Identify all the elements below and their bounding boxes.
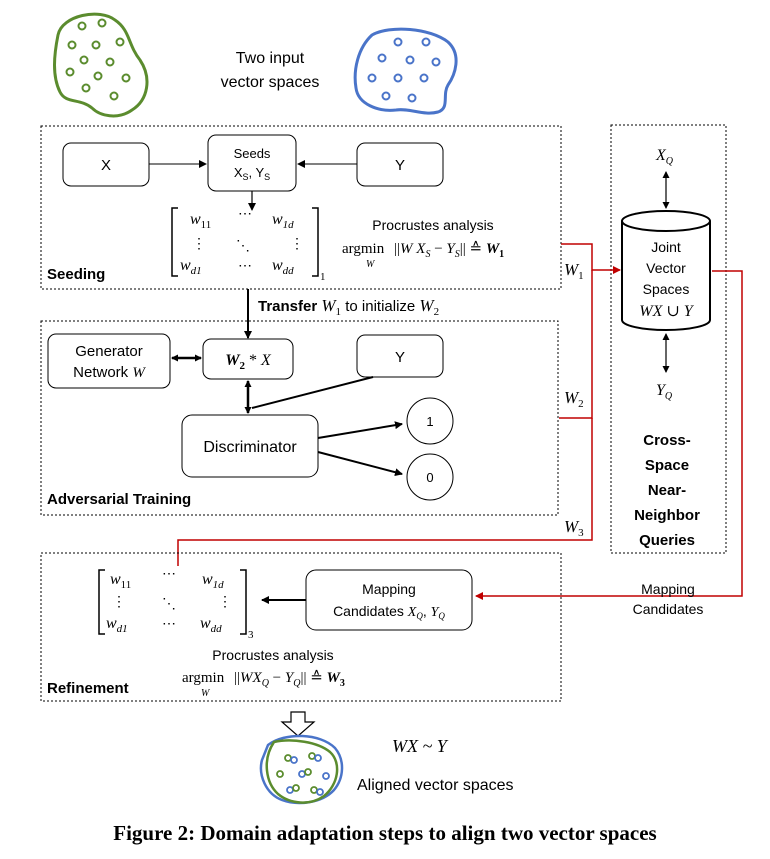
x-box-label: X [101, 157, 111, 174]
procrustes-formula-3: argmin W ||WXQ − YQ|| ≙ W3 [182, 669, 345, 699]
joint-line1: Joint [651, 239, 681, 255]
discriminator-box [181, 414, 319, 478]
svg-text:⋮: ⋮ [112, 595, 126, 610]
adversarial-section-label: Adversarial Training [47, 491, 191, 508]
seeds-box [207, 134, 297, 192]
queries-line2: Space [645, 457, 689, 474]
queries-line5: Queries [639, 532, 695, 549]
svg-text:wd1: wd1 [180, 257, 202, 277]
queries-panel [610, 124, 727, 554]
svg-text:⋮: ⋮ [290, 237, 304, 252]
svg-text:⋱: ⋱ [162, 597, 176, 612]
svg-text:⋯: ⋯ [238, 207, 252, 222]
svg-text:w1d: w1d [272, 211, 294, 231]
yq-label: YQ [656, 382, 673, 402]
input-label-line2: vector spaces [221, 74, 320, 91]
joint-line2: Vector [646, 260, 686, 276]
output-one-node [406, 397, 454, 445]
svg-text:W: W [366, 259, 376, 270]
mapping-candidates-box [305, 569, 473, 631]
joint-line4: WX ∪ Y [639, 303, 695, 320]
svg-text:wdd: wdd [200, 615, 222, 635]
w1-label: W1 [564, 260, 584, 282]
mapping-candidates-line1: Mapping [641, 581, 695, 597]
y-to-discriminator-line [251, 376, 374, 409]
arrow-to-output-1 [317, 421, 403, 439]
matrix-1-subscript: 1 [320, 271, 326, 283]
down-arrow-icon [280, 711, 316, 737]
y-box-seeding-label: Y [395, 157, 405, 174]
weight-matrix-1: w11 ⋯ w1d ⋮ ⋱ ⋮ wd1 ⋯ wdd 1 [171, 207, 326, 283]
svg-text:argmin: argmin [342, 241, 385, 257]
generator-line1: Generator [75, 343, 143, 360]
seeding-section [40, 125, 562, 290]
procrustes-formula-1: argmin W ||W XS − YS|| ≙ W1 [342, 240, 504, 270]
refinement-section-label: Refinement [47, 680, 129, 697]
svg-text:⋮: ⋮ [218, 595, 232, 610]
svg-text:⋮: ⋮ [192, 237, 206, 252]
w3-label: W3 [564, 517, 584, 539]
generator-line2: Network W [73, 364, 146, 381]
transfer-text: Transfer W1 to initialize W2 [258, 296, 439, 318]
w2-label: W2 [564, 388, 584, 410]
aligned-formula: WX ~ Y [392, 736, 449, 756]
seeds-subscript: XS, YS [234, 165, 270, 182]
input-label-line1: Two input [236, 50, 305, 67]
svg-text:||WXQ − YQ|| ≙ W3: ||WXQ − YQ|| ≙ W3 [234, 669, 345, 689]
aligned-label: Aligned vector spaces [357, 777, 514, 794]
svg-text:W: W [201, 688, 211, 699]
mapping-box-line1: Mapping [362, 581, 416, 597]
svg-text:wd1: wd1 [106, 615, 128, 635]
output-one-label: 1 [426, 414, 433, 429]
arrow-to-output-0 [317, 451, 403, 477]
generator-network-box [47, 333, 171, 389]
aligned-vector-spaces-blob [259, 734, 344, 805]
y-box-adversarial-label: Y [395, 349, 405, 366]
svg-text:||W XS − YS|| ≙ W1: ||W XS − YS|| ≙ W1 [394, 240, 504, 260]
svg-text:wdd: wdd [272, 257, 294, 277]
weight-matrix-3: w11 ⋯ w1d ⋮ ⋱ ⋮ wd1 ⋯ wdd 3 [98, 567, 254, 641]
xq-label: XQ [655, 147, 674, 167]
y-box-adversarial [356, 334, 444, 378]
queries-line4: Neighbor [634, 507, 700, 524]
svg-text:w11: w11 [110, 571, 131, 591]
w2x-label: W2 * X [225, 352, 272, 372]
output-zero-label: 0 [426, 470, 433, 485]
mapping-box-line2: Candidates XQ, YQ [333, 603, 445, 621]
svg-text:argmin: argmin [182, 670, 225, 686]
w2x-box [202, 338, 294, 380]
svg-text:Transfer W1 to initialize W2: Transfer W1 to initialize W2 [258, 296, 439, 318]
green-vector-space-blob [53, 12, 149, 118]
svg-text:⋱: ⋱ [236, 239, 250, 254]
joint-vector-spaces-cylinder [621, 210, 711, 331]
matrix-3-subscript: 3 [248, 629, 254, 641]
seeding-section-label: Seeding [47, 266, 105, 283]
output-zero-node [406, 453, 454, 501]
procrustes-label-3: Procrustes analysis [212, 647, 333, 663]
mapping-candidates-line2: Candidates [633, 601, 704, 617]
seeds-label: Seeds [234, 146, 271, 161]
adversarial-section [40, 320, 559, 516]
refinement-section [40, 552, 562, 702]
queries-line3: Near- [648, 482, 686, 499]
queries-line1: Cross- [643, 432, 691, 449]
figure-caption: Figure 2: Domain adaptation steps to ali… [113, 821, 656, 845]
discriminator-label: Discriminator [203, 439, 297, 456]
svg-text:⋯: ⋯ [162, 617, 176, 632]
svg-text:w11: w11 [190, 211, 211, 231]
blue-vector-space-blob [353, 27, 458, 115]
svg-text:⋯: ⋯ [162, 567, 176, 582]
joint-line3: Spaces [643, 281, 690, 297]
svg-text:w1d: w1d [202, 571, 224, 591]
procrustes-label-1: Procrustes analysis [372, 217, 493, 233]
svg-text:⋯: ⋯ [238, 259, 252, 274]
